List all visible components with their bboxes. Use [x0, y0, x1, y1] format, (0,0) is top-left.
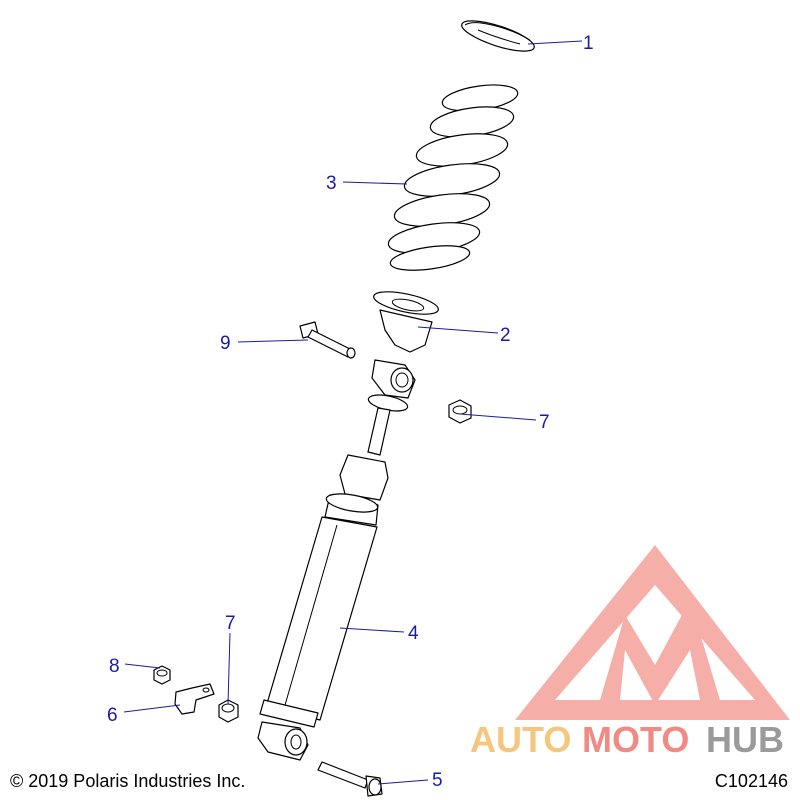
part-small-nut: [153, 665, 171, 685]
leader-8: [124, 663, 161, 669]
callout-7-lower: 7: [225, 613, 236, 634]
watermark-auto: AUTO: [470, 719, 571, 760]
callout-7-upper: 7: [539, 412, 550, 433]
leader-6: [123, 704, 181, 713]
leader-lines: [123, 40, 583, 785]
callout-3: 3: [326, 173, 337, 194]
part-spring-retainer: [461, 20, 535, 52]
leader-7-upper: [459, 413, 537, 421]
logo-m-shape: [600, 600, 720, 705]
callout-6: 6: [107, 705, 118, 726]
callout-4: 4: [408, 623, 419, 644]
part-bolt-upper: [299, 321, 356, 359]
callout-5: 5: [432, 770, 443, 791]
part-clamp: [174, 683, 215, 715]
part-spring-seat: [373, 291, 439, 353]
watermark-moto: MOTO: [582, 719, 689, 760]
leader-5: [377, 779, 429, 785]
part-shock-absorber: [257, 359, 416, 761]
leader-2: [417, 326, 499, 334]
callout-8: 8: [109, 656, 120, 677]
leader-9: [237, 339, 309, 343]
leader-4: [339, 627, 405, 633]
callout-9: 9: [220, 333, 231, 354]
leader-7-lower: [227, 632, 231, 705]
part-bolt-lower: [317, 761, 383, 797]
part-nut-upper: [448, 399, 472, 424]
watermark-hub: HUB: [706, 719, 784, 760]
callout-labels: 1 2 3 4 5 6 7 7 8 9: [107, 33, 594, 791]
part-coil-spring: [387, 84, 519, 271]
leader-1: [527, 40, 583, 45]
diagram-id: C102146: [714, 771, 788, 791]
callout-1: 1: [583, 33, 594, 54]
callout-2: 2: [500, 325, 511, 346]
automotohub-logo-watermark: [515, 545, 790, 720]
leader-3: [342, 181, 408, 185]
copyright-notice: © 2019 Polaris Industries Inc.: [10, 771, 246, 791]
watermark-text: AUTO MOTO HUB: [470, 719, 784, 760]
